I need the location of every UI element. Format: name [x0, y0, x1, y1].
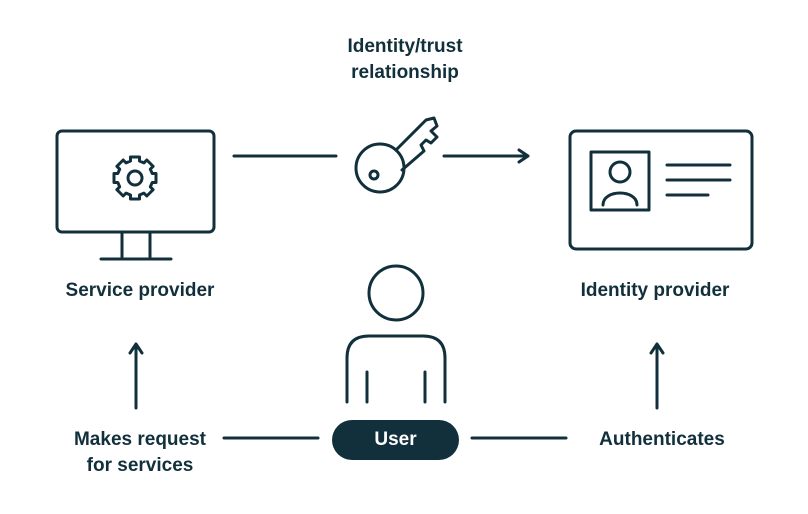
arrow-key-idp: [442, 148, 530, 164]
gear-icon: [112, 155, 158, 201]
authenticates-label: Authenticates: [599, 429, 725, 450]
trust-label-line-2: relationship: [351, 62, 459, 83]
monitor-icon: [55, 129, 216, 261]
makes-request-line-2: for services: [86, 455, 194, 476]
trust-relationship-label: Identity/trust relationship: [300, 34, 510, 86]
trust-label-line-1: Identity/trust: [347, 36, 463, 57]
arrow-up-left: [128, 342, 144, 410]
id-card-icon: [568, 129, 754, 251]
makes-request-line-1: Makes request: [73, 429, 206, 450]
makes-request-label: Makes request for services: [40, 427, 240, 479]
user-badge: User: [332, 420, 459, 460]
arrow-up-right: [649, 342, 665, 410]
service-provider-label: Service provider: [65, 280, 215, 301]
identity-provider-label: Identity provider: [580, 280, 730, 301]
person-icon: [345, 264, 447, 404]
key-icon: [354, 116, 439, 194]
